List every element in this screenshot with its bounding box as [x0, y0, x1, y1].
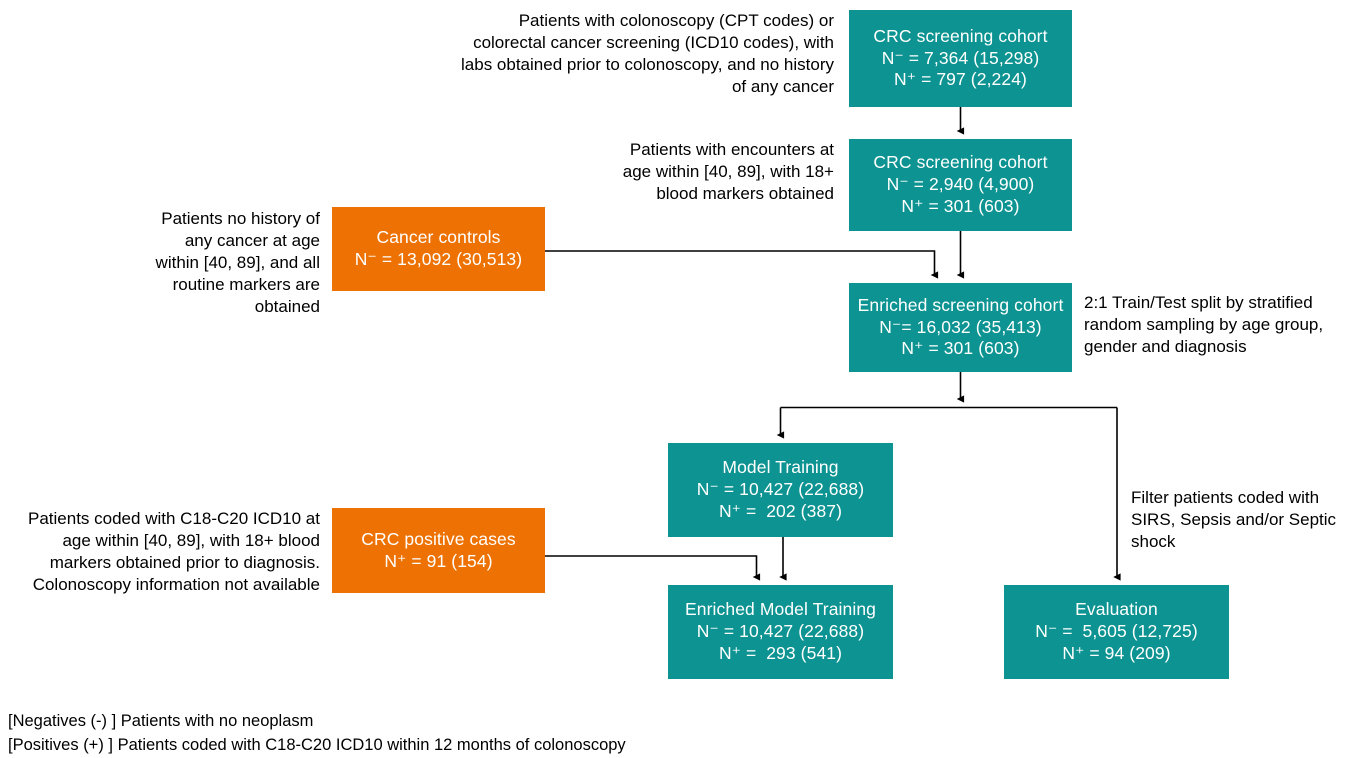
node-stat-negative: N⁻ = 2,940 (4,900) [886, 174, 1035, 195]
node-model-training[interactable]: Model Training N⁻ = 10,427 (22,688) N⁺ =… [668, 443, 893, 537]
node-evaluation[interactable]: Evaluation N⁻ = 5,605 (12,725) N⁺ = 94 (… [1004, 585, 1229, 679]
node-stat-negative: N⁻ = 10,427 (22,688) [696, 479, 865, 500]
node-title: CRC screening cohort [873, 152, 1048, 173]
annotation-evaluation-filter: Filter patients coded with SIRS, Sepsis … [1131, 488, 1337, 552]
legend-line-negatives: [Negatives (-) ] Patients with no neopla… [8, 712, 314, 730]
annotation-crc-positive-criteria: Patients coded with C18-C20 ICD10 at age… [28, 509, 320, 595]
node-crc-screening-cohort-2[interactable]: CRC screening cohort N⁻ = 2,940 (4,900) … [849, 139, 1072, 231]
node-stat-positive: N⁺ = 94 (209) [1062, 642, 1171, 663]
node-stat-negative: N⁻ = 10,427 (22,688) [696, 621, 865, 642]
node-stat-positive: N⁺ = 301 (603) [901, 195, 1020, 216]
annotation-cohort1-criteria: Patients with colonoscopy (CPT codes) or… [461, 11, 834, 97]
annotation-cancer-controls-criteria: Patients no history of any cancer at age… [155, 209, 320, 317]
node-title: Enriched Model Training [684, 599, 876, 620]
node-crc-positive-cases[interactable]: CRC positive cases N⁺ = 91 (154) [332, 508, 545, 593]
node-enriched-model-training[interactable]: Enriched Model Training N⁻ = 10,427 (22,… [668, 585, 893, 679]
legend-line-positives: [Positives (+) ] Patients coded with C18… [8, 735, 626, 754]
node-title: CRC positive cases [361, 528, 516, 549]
annotation-cohort2-criteria: Patients with encounters at age within [… [622, 140, 834, 204]
node-stat-positive: N⁺ = 301 (603) [901, 338, 1020, 359]
node-title: Evaluation [1075, 599, 1158, 620]
node-crc-screening-cohort-1[interactable]: CRC screening cohort N⁻ = 7,364 (15,298)… [849, 10, 1072, 107]
node-stat-positive: N⁺ = 797 (2,224) [894, 69, 1027, 90]
legend: [Negatives (-) ] Patients with no neopla… [8, 710, 708, 758]
node-title: CRC screening cohort [873, 25, 1048, 46]
node-stat-negative: N⁻ = 7,364 (15,298) [881, 47, 1040, 68]
node-stat-positive: N⁺ = 202 (387) [718, 500, 843, 521]
node-cancer-controls[interactable]: Cancer controls N⁻ = 13,092 (30,513) [332, 207, 545, 291]
node-stat-positive: N⁺ = 293 (541) [718, 642, 843, 663]
edge-cancer-controls-to-enriched [545, 250, 939, 279]
node-stat-negative: N⁻= 16,032 (35,413) [879, 316, 1042, 337]
node-stat-negative: N⁻ = 5,605 (12,725) [1035, 621, 1198, 642]
annotation-train-test-split: 2:1 Train/Test split by stratified rando… [1084, 293, 1324, 357]
node-stat-negative: N⁻ = 13,092 (30,513) [354, 249, 523, 269]
node-title: Enriched screening cohort [857, 294, 1064, 315]
node-title: Model Training [722, 457, 839, 478]
node-title: Cancer controls [376, 227, 501, 248]
node-stat-positive: N⁺ = 91 (154) [384, 550, 493, 571]
node-enriched-screening-cohort[interactable]: Enriched screening cohort N⁻= 16,032 (35… [849, 283, 1072, 372]
edge-crc-positive-to-enriched-model-training [545, 555, 761, 581]
